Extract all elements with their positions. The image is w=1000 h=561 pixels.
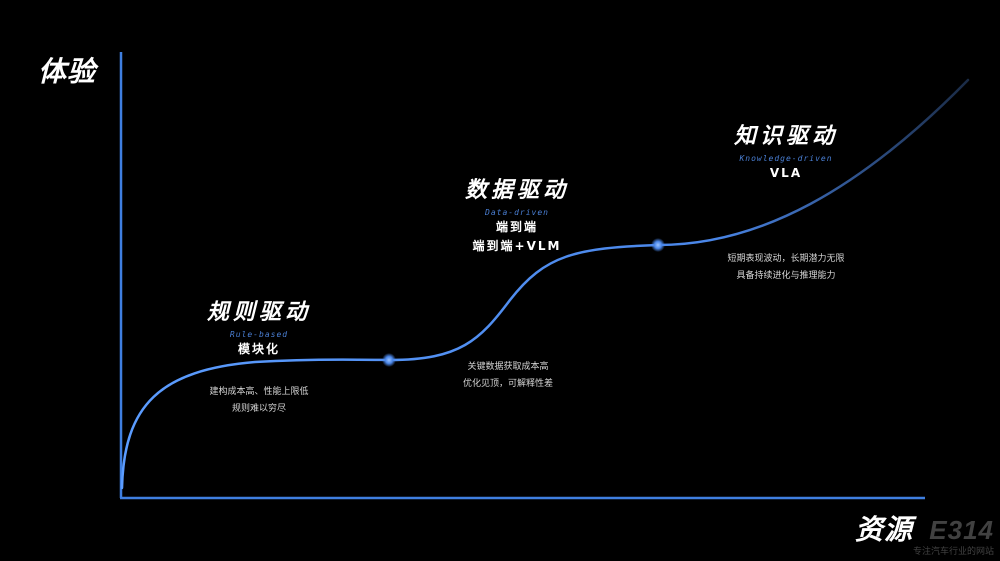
stage-data-driven: 数据驱动 Data-driven 端到端 端到端+VLM xyxy=(465,172,569,255)
transition-dot-1 xyxy=(382,353,396,367)
stage-subtitle: Rule-based xyxy=(229,330,289,339)
stage-note-data-driven: 关键数据获取成本高 优化见顶，可解释性差 xyxy=(463,359,553,393)
note-line: 建构成本高、性能上限低 xyxy=(209,387,309,397)
note-line: 关键数据获取成本高 xyxy=(467,362,549,372)
experience-curve xyxy=(120,78,970,490)
note-line: 优化见顶，可解释性差 xyxy=(462,379,554,389)
stage-knowledge-driven: 知识驱动 Knowledge-driven VLA xyxy=(734,118,838,182)
y-axis-label: 体验 xyxy=(38,55,97,88)
stage-title: 知识驱动 xyxy=(733,124,839,149)
watermark-text: 专注汽车行业的网站 xyxy=(912,547,994,557)
stage-tag: 端到端+VLM xyxy=(472,239,562,253)
note-line: 规则难以穷尽 xyxy=(231,404,287,414)
note-line: 短期表现波动，长期潜力无限 xyxy=(727,254,845,264)
watermark: E314 专注汽车行业的网站 xyxy=(913,515,994,557)
stage-tag: 端到端 xyxy=(495,220,539,234)
stage-subtitle: Knowledge-driven xyxy=(739,154,833,163)
stage-rule-based: 规则驱动 Rule-based 模块化 xyxy=(207,294,311,358)
stage-title: 规则驱动 xyxy=(206,300,312,325)
note-line: 具备持续进化与推理能力 xyxy=(736,271,836,281)
stage-note-rule-based: 建构成本高、性能上限低 规则难以穷尽 xyxy=(209,384,308,418)
transition-dot-2 xyxy=(651,238,665,252)
x-axis-label: 资源 xyxy=(855,513,914,546)
watermark-logo: E314 xyxy=(929,515,994,545)
stage-subtitle: Data-driven xyxy=(485,208,549,217)
stage-tag: 模块化 xyxy=(237,342,281,356)
stage-note-knowledge-driven: 短期表现波动，长期潜力无限 具备持续进化与推理能力 xyxy=(727,251,844,285)
stage-tag: VLA xyxy=(769,166,803,180)
stage-title: 数据驱动 xyxy=(464,178,570,203)
